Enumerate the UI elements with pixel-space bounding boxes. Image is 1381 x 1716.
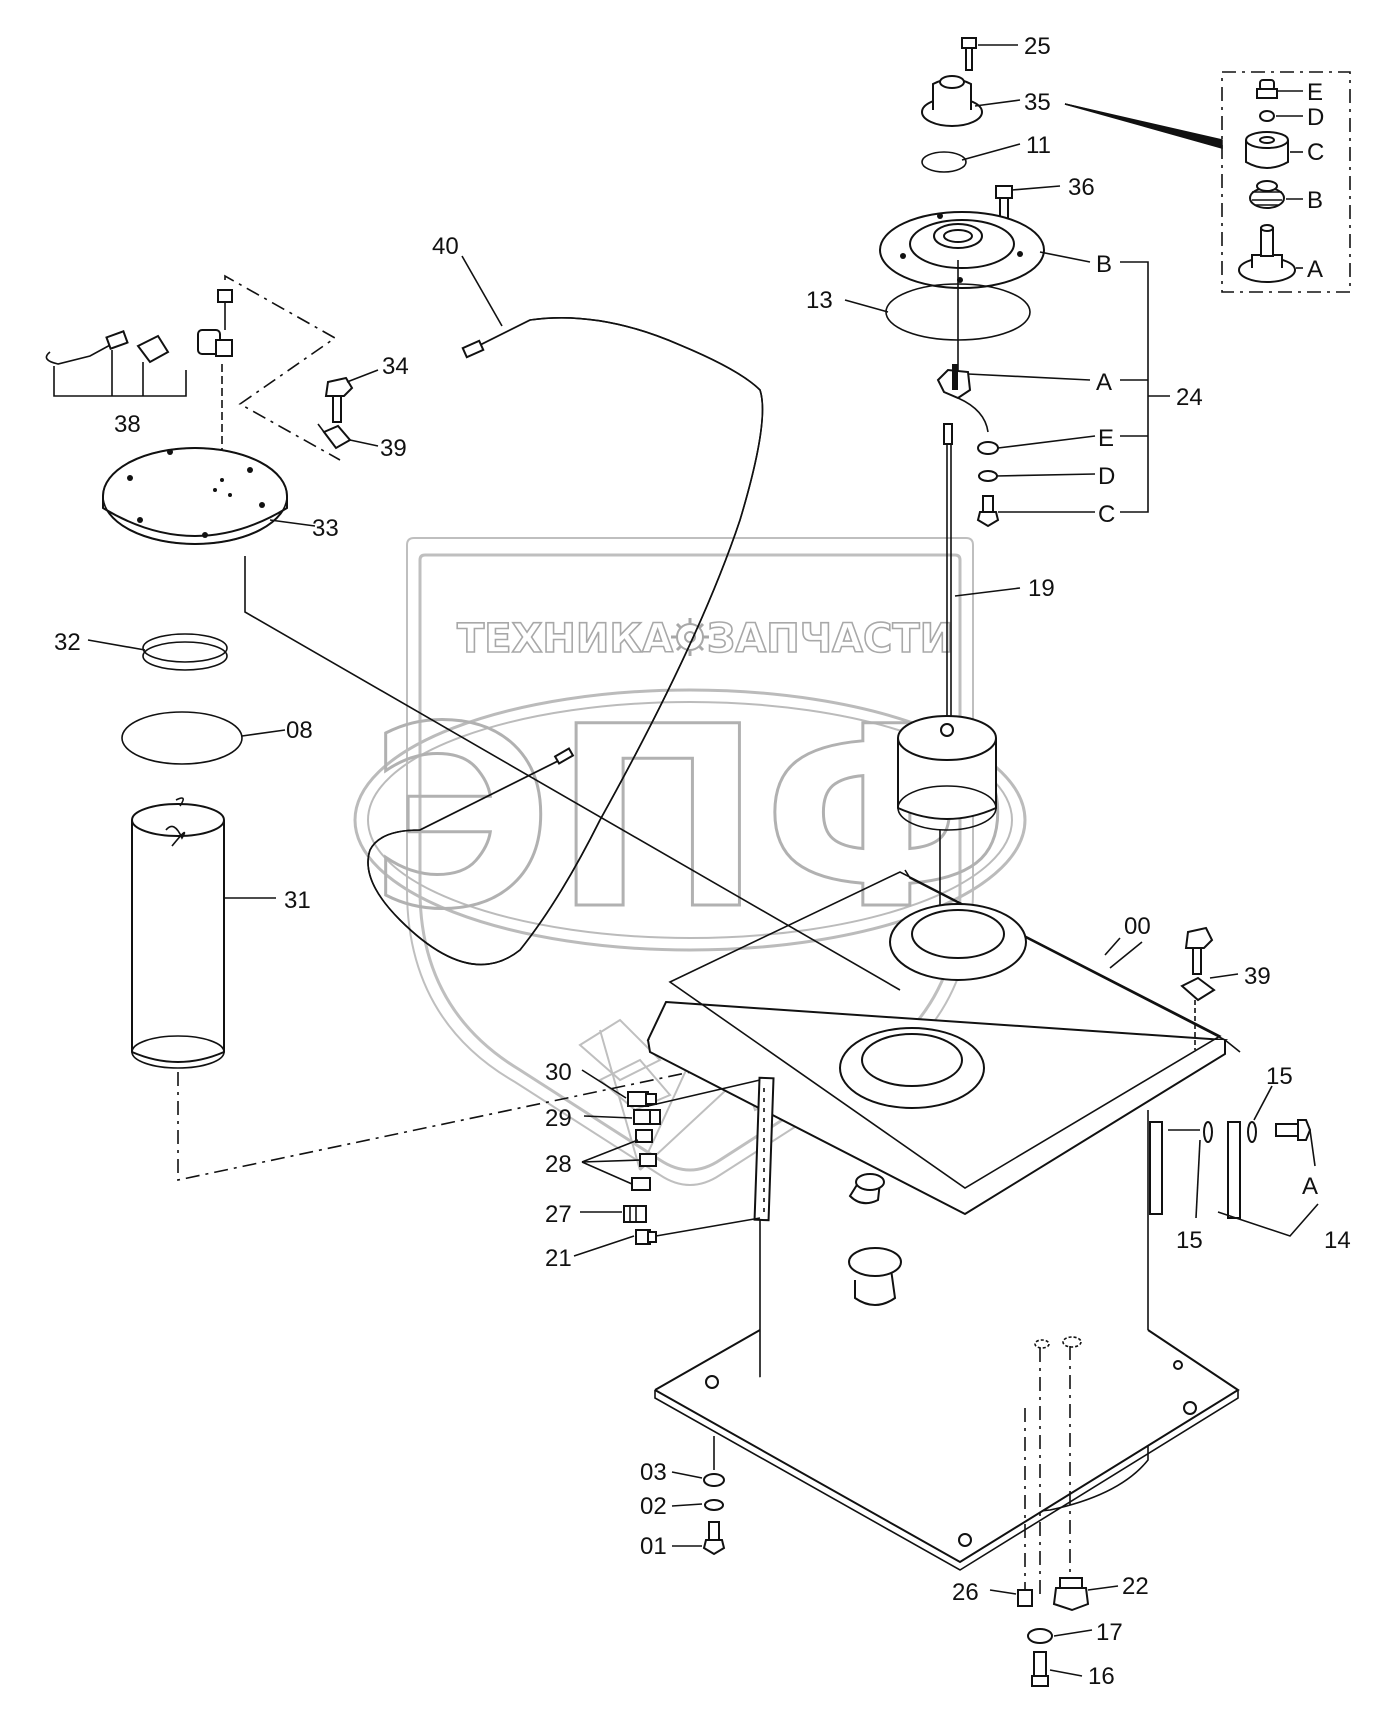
valve-a (936, 364, 972, 400)
label-17: 17 (1096, 1619, 1123, 1646)
rod-19 (943, 423, 953, 718)
inset-part-e (1256, 79, 1278, 99)
suction-strainer (897, 715, 997, 970)
part-labels: 25 35 11 36 40 13 B 34 A 24 38 39 E D C … (54, 33, 1351, 1690)
washer-e (977, 441, 999, 455)
label-39-top: 39 (380, 435, 407, 462)
label-40: 40 (432, 233, 459, 260)
label-21: 21 (545, 1245, 572, 1272)
cover-plate-33 (102, 447, 288, 545)
label-15-bottom: 15 (1176, 1227, 1203, 1254)
label-33: 33 (312, 515, 339, 542)
detail-inset: E D C B A (1064, 71, 1351, 293)
bolt-39-right (1184, 926, 1214, 975)
washer-17 (1027, 1628, 1053, 1644)
watermark-right-word: ЗАПЧАСТИ (707, 616, 953, 662)
label-25: 25 (1024, 33, 1051, 60)
plug-21 (635, 1229, 657, 1245)
breather-cap-35 (921, 75, 983, 127)
filter-element-31 (131, 797, 225, 1069)
o-ring-08 (121, 711, 243, 765)
hose-40 (367, 316, 764, 966)
inset-label-b: B (1307, 187, 1323, 214)
label-22: 22 (1122, 1573, 1149, 1600)
bolt-01 (702, 1521, 726, 1556)
label-34: 34 (382, 353, 409, 380)
label-24: 24 (1176, 384, 1203, 411)
bolt-34 (324, 376, 354, 423)
label-36: 36 (1068, 174, 1095, 201)
gear-icon (671, 618, 709, 656)
watermark-left-word: ТЕХНИКА (457, 616, 673, 662)
label-28: 28 (545, 1151, 572, 1178)
phantom-line-filter (177, 1069, 701, 1181)
label-02: 02 (640, 1493, 667, 1520)
leader-lines (87, 44, 1319, 1677)
label-35: 35 (1024, 89, 1051, 116)
clip-39-top (317, 423, 352, 450)
label-15-top: 15 (1266, 1063, 1293, 1090)
drain-plug-22 (1052, 1577, 1090, 1612)
inset-part-d (1259, 110, 1275, 122)
inset-label-a: A (1307, 256, 1323, 283)
assembly-line (244, 556, 901, 991)
label-39-right: 39 (1244, 963, 1271, 990)
filter-cover-b (879, 211, 1045, 289)
label-19: 19 (1028, 575, 1055, 602)
label-16: 16 (1088, 1663, 1115, 1690)
fitting-27 (623, 1205, 647, 1223)
level-gauge-38 (45, 289, 233, 397)
label-00: 00 (1124, 913, 1151, 940)
label-32: 32 (54, 629, 81, 656)
hydraulic-tank-00 (646, 869, 1241, 1600)
label-03: 03 (640, 1459, 667, 1486)
inset-part-b (1249, 180, 1285, 209)
bolt-16 (1031, 1651, 1049, 1687)
label-a: A (1096, 369, 1112, 396)
label-d: D (1098, 463, 1115, 490)
label-e: E (1098, 425, 1114, 452)
washer-15-lower (1203, 1121, 1213, 1143)
label-30: 30 (545, 1059, 572, 1086)
watermark: ТЕХНИКА ЗАПЧАСТИ ЭПФ (353, 537, 1027, 1186)
label-29: 29 (545, 1105, 572, 1132)
inset-part-c (1245, 131, 1289, 169)
fitting-30 (627, 1091, 657, 1107)
inset-label-d: D (1307, 104, 1324, 131)
spacer-14 (1227, 1121, 1241, 1219)
o-ring-11 (921, 151, 967, 173)
label-08: 08 (286, 717, 313, 744)
label-a-side: A (1302, 1173, 1318, 1200)
fitting-28 (631, 1129, 657, 1191)
fitting-29 (633, 1109, 661, 1125)
inset-label-e: E (1307, 79, 1323, 106)
label-31: 31 (284, 887, 311, 914)
inset-label-c: C (1307, 139, 1324, 166)
spring-32 (142, 633, 228, 671)
inset-part-a (1238, 224, 1296, 283)
label-b: B (1096, 251, 1112, 278)
label-38: 38 (114, 411, 141, 438)
phantom-line-gauge (224, 274, 341, 461)
label-27: 27 (545, 1201, 572, 1228)
washer-03 (703, 1473, 725, 1487)
clip-39-right (1180, 976, 1216, 1002)
bolt-25 (961, 37, 977, 71)
screw-c (976, 495, 1000, 528)
label-14: 14 (1324, 1227, 1351, 1254)
bolt-a (1275, 1119, 1312, 1141)
leader-arrow (1064, 103, 1223, 149)
label-01: 01 (640, 1533, 667, 1560)
label-13: 13 (806, 287, 833, 314)
label-c: C (1098, 501, 1115, 528)
label-11: 11 (1026, 132, 1051, 159)
label-26: 26 (952, 1579, 979, 1606)
washer-15-upper (1247, 1121, 1257, 1143)
spring-washer-02 (704, 1499, 724, 1511)
plug-26 (1017, 1589, 1033, 1607)
spring-washer-d (978, 470, 998, 482)
